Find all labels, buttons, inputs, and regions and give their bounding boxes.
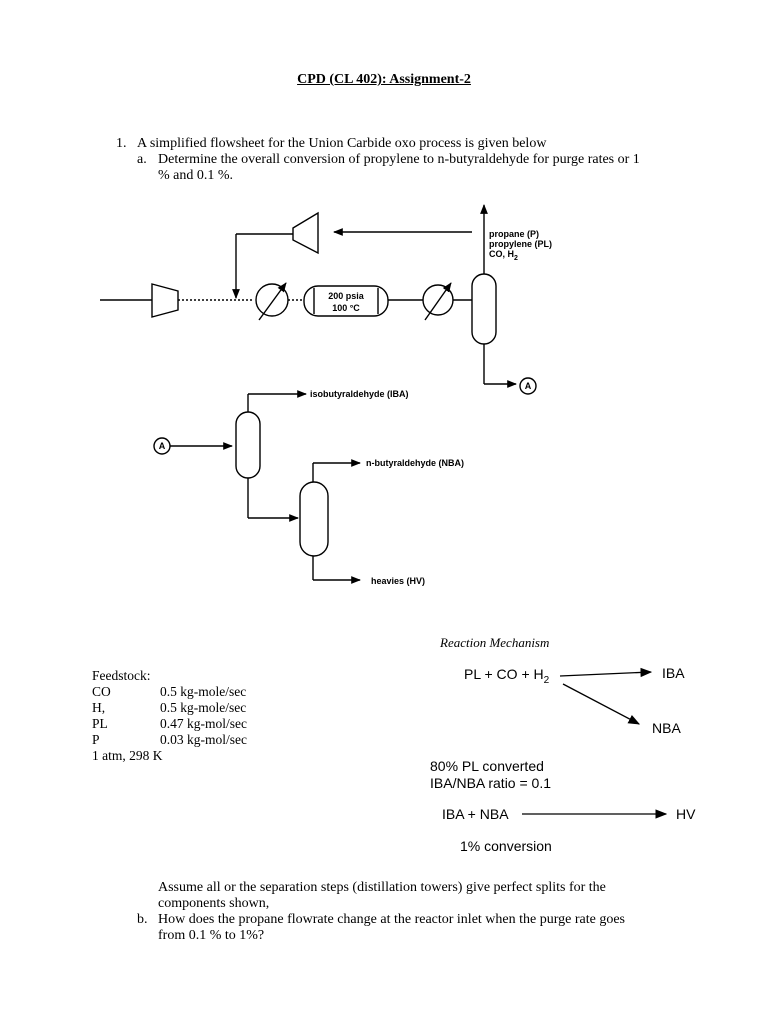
purge-label-3: CO, H2 [489, 249, 518, 262]
node-a-right-label: A [525, 381, 532, 391]
recycle-compressor [292, 211, 319, 255]
feedstock-rate: 0.47 kg-mol/sec [160, 716, 247, 731]
q1a-text-line1: Determine the overall conversion of prop… [158, 152, 640, 167]
feedstock-component: PL [92, 716, 108, 731]
feed-compressor [151, 283, 179, 318]
reactor-temperature: 100 °C [332, 303, 360, 313]
mechanism-note-2: IBA/NBA ratio = 0.1 [430, 775, 552, 791]
feedstock-component: CO [92, 684, 111, 699]
product-iba: IBA [662, 665, 685, 681]
mechanism-title: Reaction Mechanism [440, 635, 550, 650]
heat-exchanger-2 [422, 284, 454, 316]
feedstock-rate: 0.5 kg-mole/sec [160, 684, 247, 699]
node-a-left-label: A [159, 441, 166, 451]
feedstock-heading: Feedstock: [92, 668, 151, 683]
reaction2-lhs: IBA + NBA [442, 806, 509, 822]
reaction2-arrow [522, 809, 668, 819]
mechanism-note-1: 80% PL converted [430, 758, 544, 774]
mechanism-arrows [559, 667, 653, 725]
reaction2-note: 1% conversion [460, 838, 552, 854]
q1-text: A simplified flowsheet for the Union Car… [137, 136, 547, 151]
feedstock-component: P [92, 732, 100, 747]
feedstock-row: CO 0.5 kg-mole/sec [92, 684, 292, 700]
q1a-label: a. [137, 152, 147, 167]
nba-column [299, 481, 329, 557]
feedstock-rate: 0.5 kg-mole/sec [160, 700, 247, 715]
reaction2-rhs: HV [676, 806, 696, 822]
iba-column [235, 411, 261, 479]
q1b-label: b. [137, 912, 148, 927]
purge-label-1: propane (P) [489, 229, 539, 239]
q1-number: 1. [116, 136, 127, 151]
q1b-text-line1: How does the propane flowrate change at … [158, 912, 625, 927]
purge-label-2: propylene (PL) [489, 239, 552, 249]
heat-exchanger-1 [255, 283, 289, 317]
feedstock-rate: 0.03 kg-mol/sec [160, 732, 247, 747]
mechanism-reactants: PL + CO + H2 [464, 666, 550, 686]
assume-line2: components shown, [158, 896, 270, 911]
flowsheet-diagram: propane (P) propylene (PL) CO, H2 200 ps… [100, 204, 552, 586]
q1b-text-line2: from 0.1 % to 1%? [158, 928, 265, 943]
feedstock-row: P 0.03 kg-mol/sec [92, 732, 292, 748]
assume-line1: Assume all or the separation steps (dist… [158, 880, 606, 895]
feedstock-row: H, 0.5 kg-mole/sec [92, 700, 292, 716]
page-title: CPD (CL 402): Assignment-2 [297, 72, 471, 87]
separator-column-1 [471, 273, 497, 345]
iba-label: isobutyraldehyde (IBA) [310, 389, 409, 399]
reactor-pressure: 200 psia [328, 291, 365, 301]
q1a-text-line2: % and 0.1 %. [158, 168, 234, 183]
feedstock-row: PL 0.47 kg-mol/sec [92, 716, 292, 732]
nba-label: n-butyraldehyde (NBA) [366, 458, 464, 468]
hv-label: heavies (HV) [371, 576, 425, 586]
product-nba: NBA [652, 720, 681, 736]
node-a-right [519, 377, 537, 395]
feedstock-conditions: 1 atm, 298 K [92, 748, 163, 763]
feedstock-component: H, [92, 700, 106, 715]
reactor-vessel [303, 285, 389, 317]
